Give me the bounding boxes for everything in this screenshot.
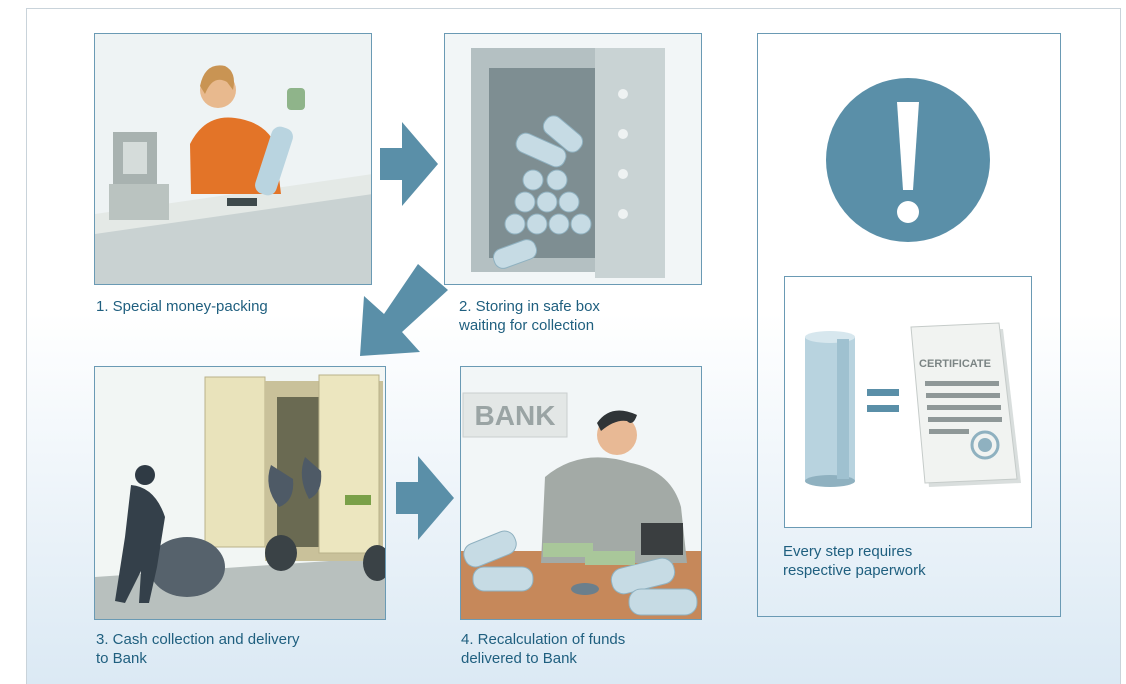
- step-1-image: [94, 33, 372, 285]
- step-3-caption: 3. Cash collection and delivery to Bank: [96, 631, 300, 667]
- arrow-right-icon: [380, 122, 438, 206]
- step-3-image: [94, 366, 386, 620]
- step-4-image: BANK: [460, 366, 702, 620]
- step-4-caption: 4. Recalculation of funds delivered to B…: [461, 631, 626, 667]
- money-roll-icon: [805, 331, 855, 487]
- paperwork-note-panel: CERTIFICATE Every step requires respecti…: [757, 33, 1061, 617]
- step-2-image: [444, 33, 702, 285]
- certificate-label: CERTIFICATE: [919, 358, 991, 370]
- arrow-down-left-icon: [358, 264, 448, 358]
- arrow-right-icon: [396, 456, 454, 540]
- equals-icon: [867, 389, 899, 412]
- bank-sign: BANK: [475, 400, 556, 431]
- paperwork-note: Every step requires respective paperwork: [783, 543, 926, 579]
- step-2-caption: 2. Storing in safe box waiting for colle…: [459, 298, 600, 334]
- paperwork-equation-box: CERTIFICATE: [784, 276, 1032, 528]
- certificate-icon: CERTIFICATE: [910, 322, 1021, 487]
- exclamation-icon: [826, 78, 990, 242]
- step-1-caption: 1. Special money-packing: [96, 298, 268, 315]
